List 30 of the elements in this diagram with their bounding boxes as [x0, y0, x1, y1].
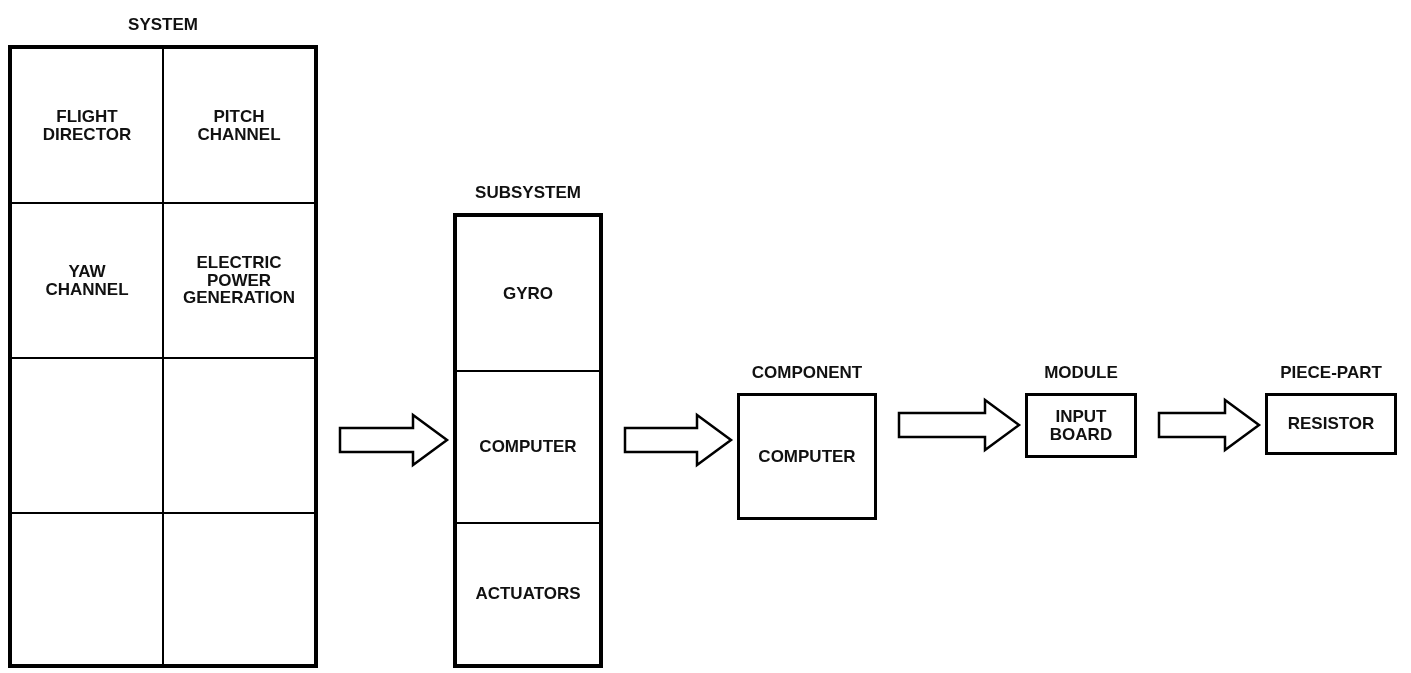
grid-cell: [456, 371, 600, 523]
grid-cell: [163, 48, 315, 203]
level-heading: SUBSYSTEM: [474, 184, 582, 202]
grid-cell: [456, 216, 600, 371]
block-arrow: [1157, 397, 1262, 453]
box-label: YAW CHANNEL: [44, 262, 130, 299]
box-label: ELECTRIC POWER GENERATION: [181, 253, 297, 308]
level-heading: COMPONENT: [750, 364, 864, 382]
level-heading: SYSTEM: [127, 16, 199, 34]
box-label: FLIGHT DIRECTOR: [41, 107, 133, 144]
block-arrow: [623, 412, 734, 468]
grid-cell: [456, 523, 600, 665]
box-label: PITCH CHANNEL: [196, 107, 282, 144]
level-heading: MODULE: [1043, 364, 1119, 382]
empty-cell: [11, 358, 163, 513]
box-label: GYRO: [502, 284, 554, 303]
box-label: ACTUATORS: [475, 585, 581, 603]
block-arrow: [338, 412, 450, 468]
empty-cell: [163, 513, 315, 665]
box-label: COMPUTER: [758, 447, 856, 466]
grid-cell: [163, 203, 315, 358]
block-arrow: [897, 397, 1022, 453]
level-heading: PIECE-PART: [1279, 364, 1383, 382]
box-label: RESISTOR: [1287, 415, 1375, 433]
box-label: INPUT BOARD: [1048, 407, 1114, 444]
box-label: COMPUTER: [479, 438, 577, 456]
grid-cell: [11, 203, 163, 358]
empty-cell: [163, 358, 315, 513]
empty-cell: [11, 513, 163, 665]
grid-cell: [11, 48, 163, 203]
